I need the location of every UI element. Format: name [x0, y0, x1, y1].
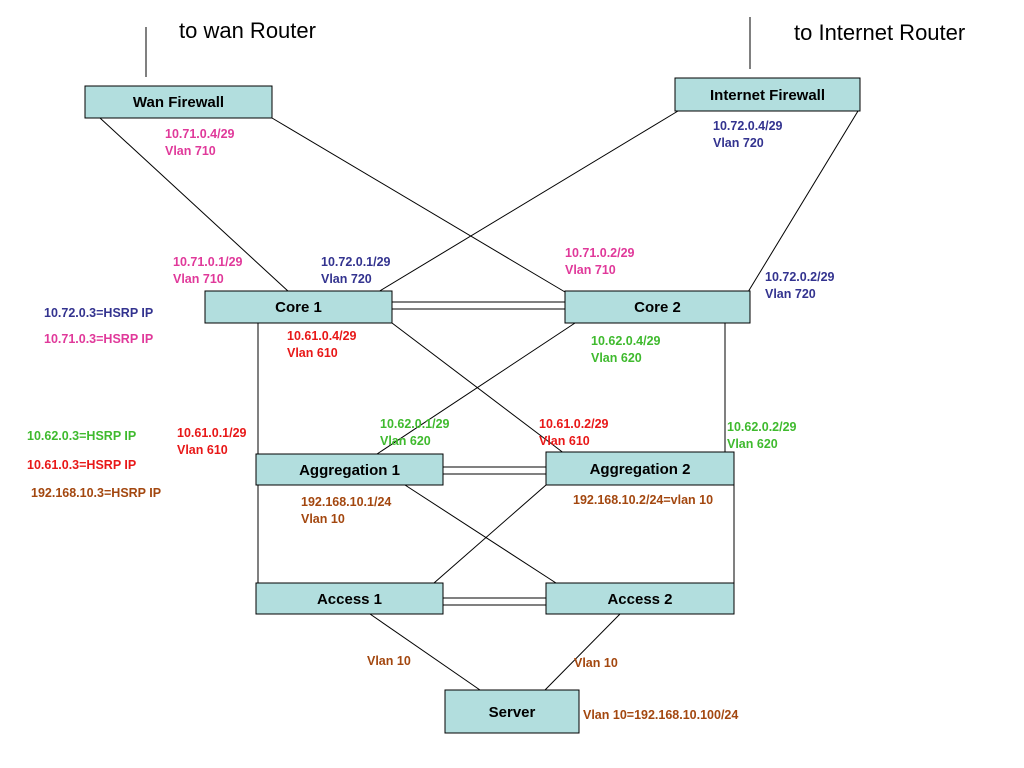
link-wanfw-core2	[271, 117, 566, 293]
core2-620-vlan-label: Vlan 620	[591, 351, 642, 365]
hsrp-610-label: 10.61.0.3=HSRP IP	[27, 458, 136, 472]
link-agg2-acc1	[433, 484, 547, 584]
node-label: Internet Firewall	[710, 87, 825, 104]
core2-710-vlan-label: Vlan 710	[565, 263, 616, 277]
wanfw-vlan-label: Vlan 710	[165, 144, 216, 158]
hsrp-720-label: 10.72.0.3=HSRP IP	[44, 306, 153, 320]
agg1-10-net-label: 192.168.10.1/24	[301, 495, 391, 509]
node-label: Access 2	[607, 591, 672, 608]
node-wan-firewall: Wan Firewall	[84, 85, 273, 119]
core2-620-net-label: 10.62.0.4/29	[591, 334, 661, 348]
to-internet-router-heading: to Internet Router	[794, 20, 965, 45]
node-internet-firewall: Internet Firewall	[674, 77, 861, 112]
node-aggregation-1: Aggregation 1	[255, 453, 444, 486]
link-inetfw-core2	[747, 110, 859, 293]
agg1-10-vlan-label: Vlan 10	[301, 512, 345, 526]
node-label: Access 1	[317, 591, 382, 608]
core1-610-net-label: 10.61.0.4/29	[287, 329, 357, 343]
link-acc1-server	[369, 613, 481, 691]
node-label: Core 2	[634, 299, 681, 316]
link-inetfw-core1	[377, 110, 679, 293]
core1-720-vlan-label: Vlan 720	[321, 272, 372, 286]
node-access-1: Access 1	[255, 582, 444, 615]
node-core-2: Core 2	[564, 290, 751, 324]
node-label: Aggregation 2	[590, 461, 691, 478]
core2-720-vlan-label: Vlan 720	[765, 287, 816, 301]
agg2-620-net-label: 10.62.0.2/29	[727, 420, 797, 434]
hsrp-620-label: 10.62.0.3=HSRP IP	[27, 429, 136, 443]
agg1-610-net-label: 10.61.0.1/29	[177, 426, 247, 440]
node-label: Core 1	[275, 299, 322, 316]
acc2-vlan-label: Vlan 10	[574, 656, 618, 670]
core1-710-net-label: 10.71.0.1/29	[173, 255, 243, 269]
agg1-610-vlan-label: Vlan 610	[177, 443, 228, 457]
agg2-610-vlan-label: Vlan 610	[539, 434, 590, 448]
link-acc2-server	[544, 613, 621, 691]
core1-720-net-label: 10.72.0.1/29	[321, 255, 391, 269]
agg2-610-net-label: 10.61.0.2/29	[539, 417, 609, 431]
node-core-1: Core 1	[204, 290, 393, 324]
to-wan-router-heading: to wan Router	[179, 18, 316, 43]
inetfw-net-label: 10.72.0.4/29	[713, 119, 783, 133]
link-core1-agg2	[391, 322, 566, 455]
inetfw-vlan-label: Vlan 720	[713, 136, 764, 150]
agg2-10-label: 192.168.10.2/24=vlan 10	[573, 493, 713, 507]
node-label: Aggregation 1	[299, 462, 400, 479]
agg2-620-vlan-label: Vlan 620	[727, 437, 778, 451]
server-ip-label: Vlan 10=192.168.10.100/24	[583, 708, 738, 722]
wanfw-net-label: 10.71.0.4/29	[165, 127, 235, 141]
node-aggregation-2: Aggregation 2	[545, 451, 735, 486]
core2-720-net-label: 10.72.0.2/29	[765, 270, 835, 284]
link-agg1-acc2	[404, 484, 557, 584]
link-core2-agg1	[376, 322, 576, 455]
hsrp-710-label: 10.71.0.3=HSRP IP	[44, 332, 153, 346]
hsrp-10-label: 192.168.10.3=HSRP IP	[31, 486, 161, 500]
core1-710-vlan-label: Vlan 710	[173, 272, 224, 286]
agg1-620-net-label: 10.62.0.1/29	[380, 417, 450, 431]
node-server: Server	[444, 689, 580, 734]
node-access-2: Access 2	[545, 582, 735, 615]
acc1-vlan-label: Vlan 10	[367, 654, 411, 668]
core2-710-net-label: 10.71.0.2/29	[565, 246, 635, 260]
node-label: Wan Firewall	[133, 94, 224, 111]
link-wanfw-core1	[99, 117, 290, 293]
node-label: Server	[489, 704, 536, 721]
agg1-620-vlan-label: Vlan 620	[380, 434, 431, 448]
core1-610-vlan-label: Vlan 610	[287, 346, 338, 360]
